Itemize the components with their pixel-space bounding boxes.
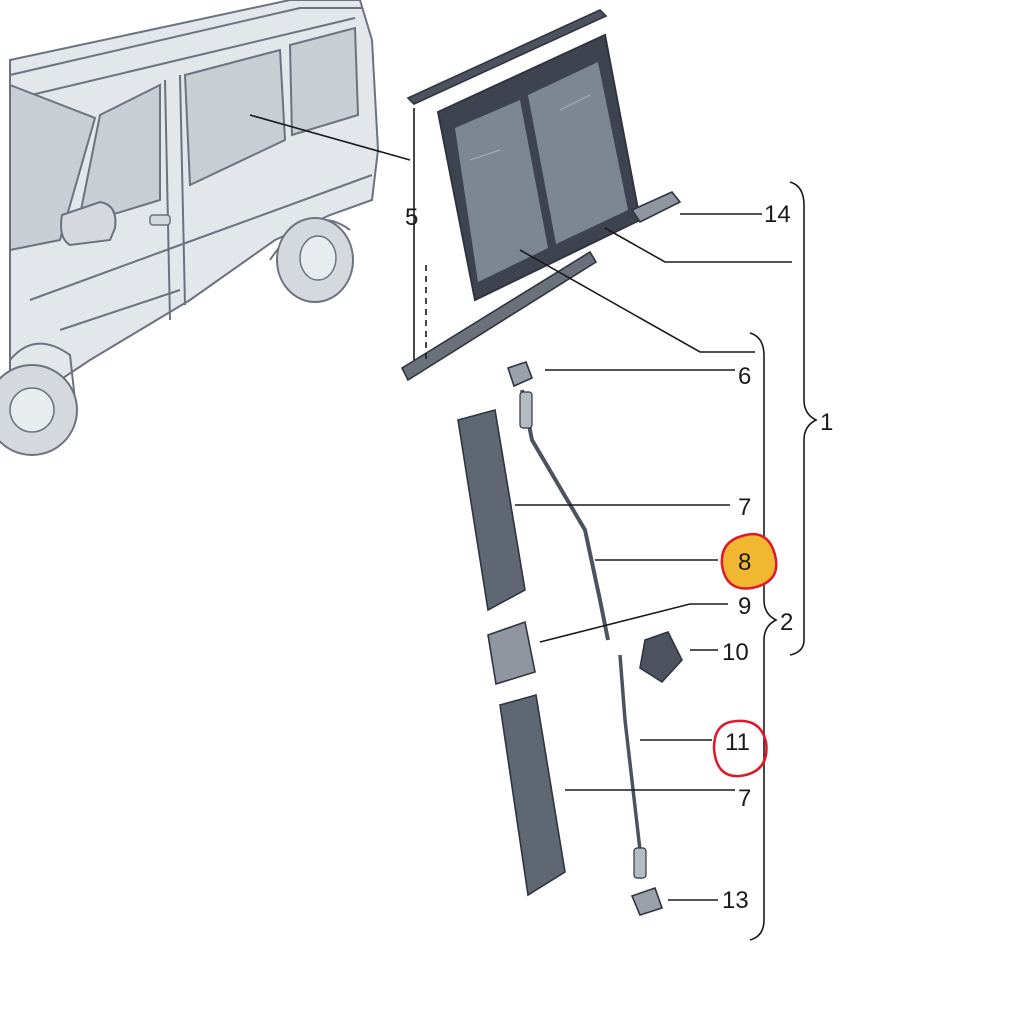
callout-11-highlight bbox=[712, 719, 768, 778]
lower-guide-rail bbox=[400, 250, 598, 382]
brace-group-1 bbox=[789, 181, 818, 656]
van-side-window-2 bbox=[288, 26, 360, 137]
callout-14: 14 bbox=[764, 201, 791, 228]
part-8-cable bbox=[520, 389, 610, 641]
part-7-trim-upper bbox=[457, 408, 526, 612]
callout-8: 8 bbox=[738, 549, 751, 576]
callout-1: 1 bbox=[820, 409, 833, 436]
part-13-clip bbox=[630, 886, 664, 916]
van-front-window bbox=[76, 83, 161, 227]
part-10-bracket bbox=[639, 631, 683, 684]
callout-10: 10 bbox=[722, 639, 749, 666]
van-windshield bbox=[9, 83, 97, 252]
callout-6: 6 bbox=[738, 363, 751, 390]
callout-7-lower: 7 bbox=[738, 785, 751, 812]
van-side-window-1 bbox=[183, 48, 287, 187]
brace-group-2 bbox=[749, 332, 778, 941]
window-glass-left bbox=[455, 100, 548, 282]
window-glass-right bbox=[528, 62, 628, 244]
callout-2: 2 bbox=[780, 609, 793, 636]
callout-9: 9 bbox=[738, 593, 751, 620]
callout-13: 13 bbox=[722, 887, 749, 914]
upper-guide-rail bbox=[406, 9, 608, 105]
callout-7-upper: 7 bbox=[738, 494, 751, 521]
part-7-trim-lower bbox=[499, 693, 566, 897]
van-mirror bbox=[60, 200, 117, 247]
callout-11: 11 bbox=[725, 729, 750, 756]
callout-8-highlight bbox=[720, 532, 778, 590]
part-14-stop bbox=[630, 191, 682, 224]
van-illustration bbox=[0, 0, 411, 456]
callout-5: 5 bbox=[405, 204, 418, 231]
van-door-handle bbox=[149, 214, 171, 226]
part-11-cable bbox=[618, 654, 642, 851]
part-9-hinge bbox=[487, 620, 536, 686]
part-6-clip bbox=[506, 360, 534, 388]
